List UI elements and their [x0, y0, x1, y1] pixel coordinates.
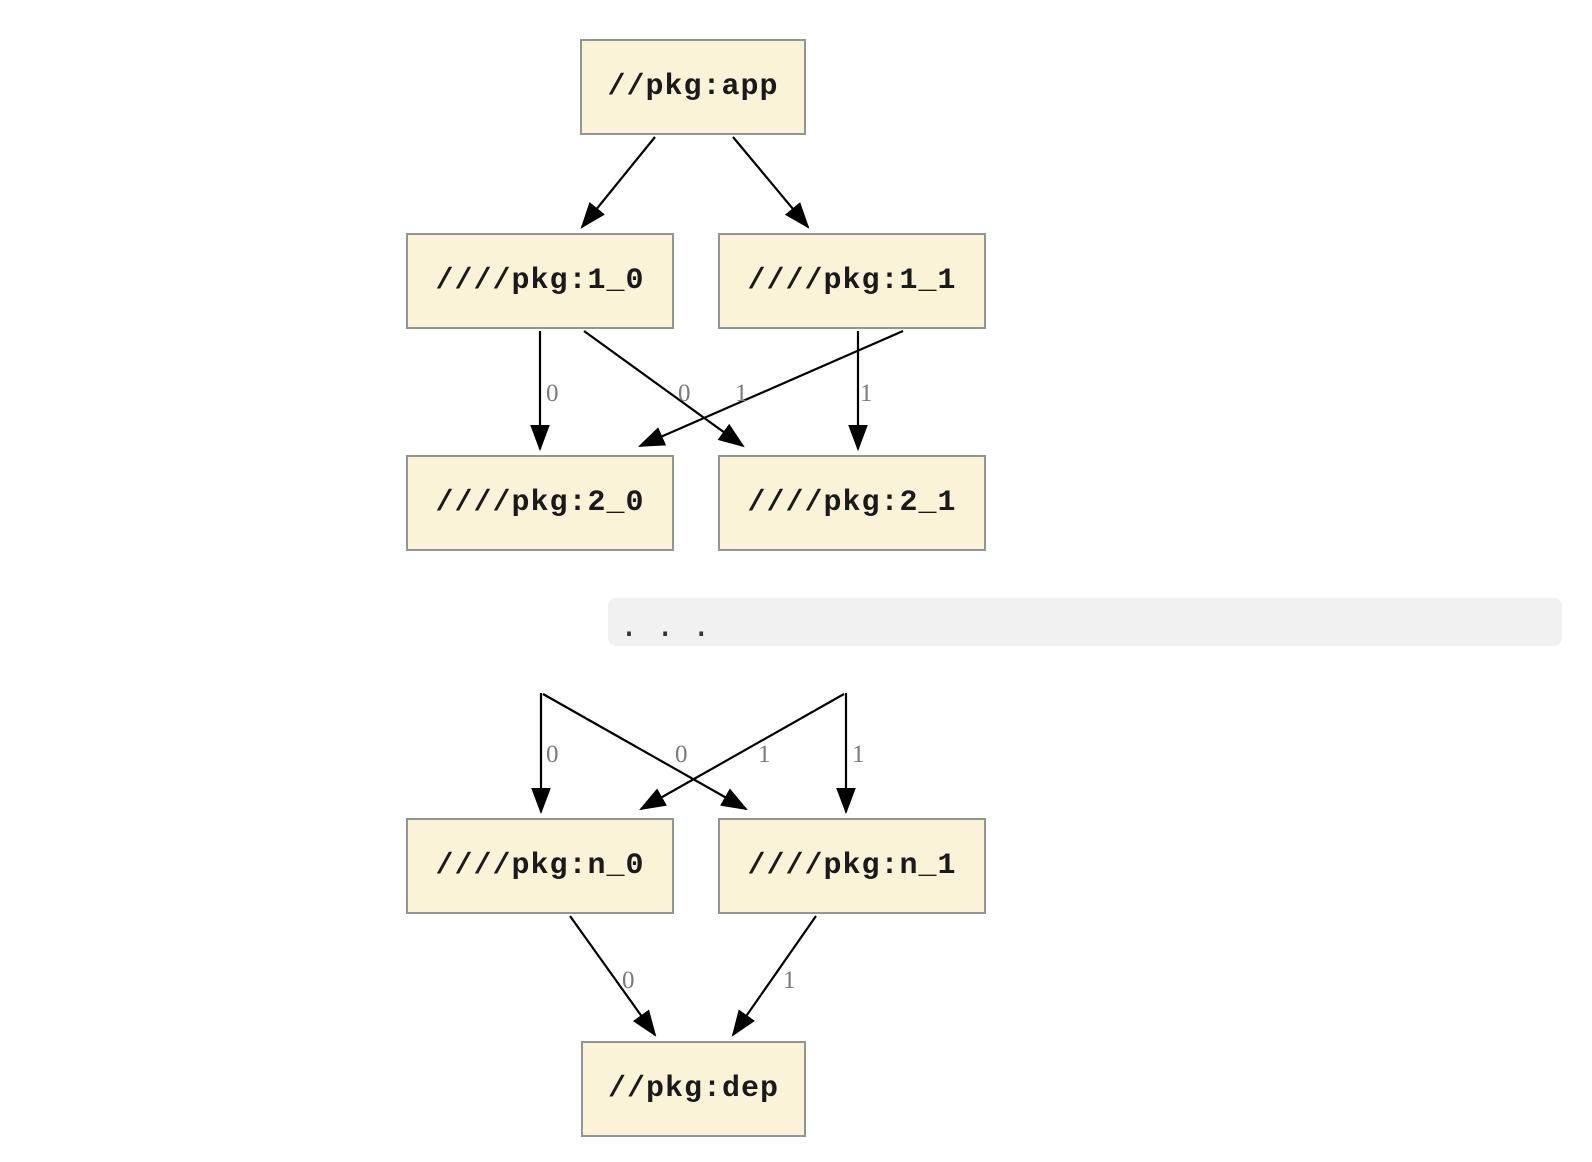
edge-label-n-1-to-dep: 1: [783, 967, 796, 994]
edge-label-prev-to-n-0-a: 0: [546, 741, 559, 768]
edge-label-prev-to-n-1-b: 1: [852, 741, 865, 768]
edge-n-0-to-dep: [569, 915, 657, 1037]
graph-node-n-1: ////pkg:n_1: [718, 818, 986, 914]
edge-1-1-to-2-0: [637, 329, 904, 448]
edge-label-prev-to-n-1-a: 0: [675, 741, 688, 768]
edge-label-n-0-to-dep: 0: [622, 967, 635, 994]
edge-prev-to-n-0-cross: [639, 693, 845, 811]
ellipsis-block: . . .: [608, 598, 1562, 646]
graph-node-n-0-label: ////pkg:n_0: [435, 849, 645, 883]
graph-node-n-1-label: ////pkg:n_1: [747, 849, 957, 883]
edge-app-to-1-1: [732, 136, 810, 229]
ellipsis-text: . . .: [620, 608, 711, 644]
edge-label-1-1-to-2-0: 1: [735, 380, 748, 407]
edge-prev-to-n-1-cross: [542, 693, 748, 811]
edge-label-1-0-to-2-0: 0: [546, 380, 559, 407]
graph-node-n-0: ////pkg:n_0: [406, 818, 674, 914]
graph-node-1-0: ////pkg:1_0: [406, 233, 674, 329]
graph-node-1-0-label: ////pkg:1_0: [435, 264, 645, 298]
graph-node-app-label: //pkg:app: [607, 70, 779, 104]
edge-app-to-1-0: [580, 136, 656, 229]
graph-node-1-1: ////pkg:1_1: [718, 233, 986, 329]
edge-label-1-0-to-2-1: 0: [678, 380, 691, 407]
graph-node-2-0-label: ////pkg:2_0: [435, 486, 645, 520]
graph-node-app: //pkg:app: [580, 39, 806, 135]
graph-node-dep: //pkg:dep: [581, 1041, 806, 1137]
graph-node-dep-label: //pkg:dep: [607, 1072, 780, 1106]
graph-node-2-1: ////pkg:2_1: [718, 455, 986, 551]
graph-node-1-1-label: ////pkg:1_1: [747, 264, 957, 298]
edge-n-1-to-dep: [731, 915, 817, 1037]
edge-1-0-to-2-1: [583, 330, 745, 448]
edge-label-1-1-to-2-1: 1: [860, 380, 873, 407]
edge-label-prev-to-n-0-b: 1: [758, 741, 771, 768]
graph-node-2-0: ////pkg:2_0: [406, 455, 674, 551]
graph-node-2-1-label: ////pkg:2_1: [747, 486, 957, 520]
